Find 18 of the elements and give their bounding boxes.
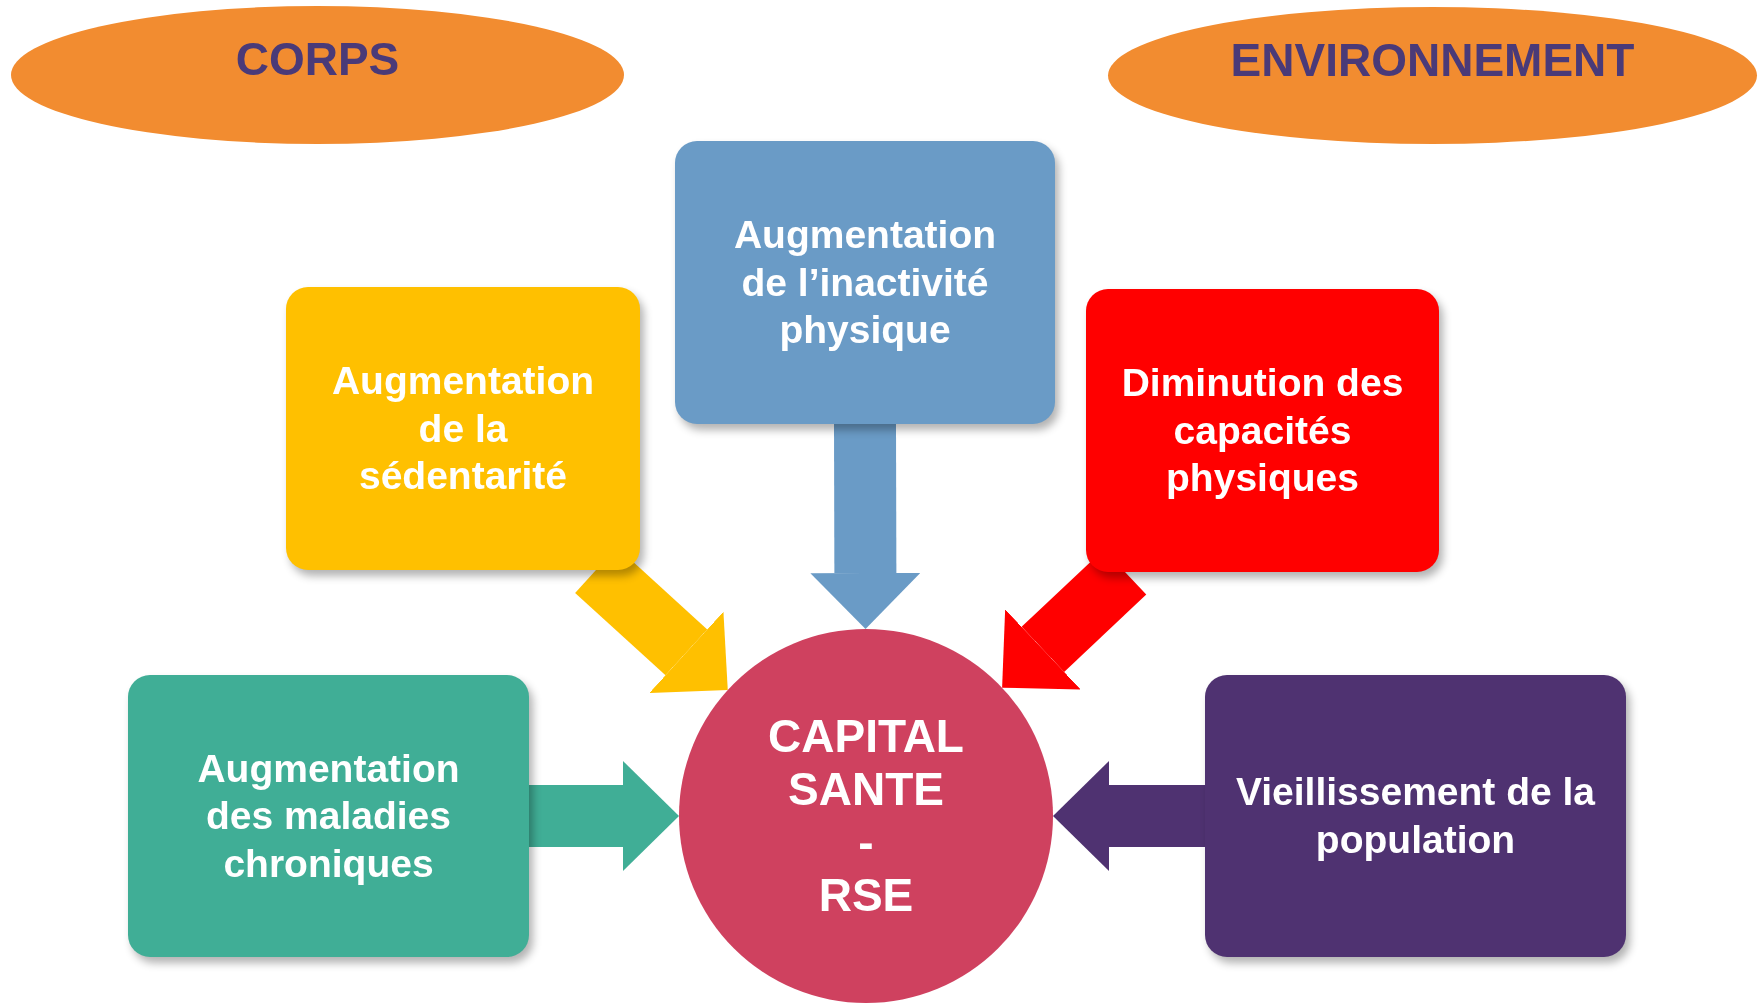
- factor-label: Vieillissement de la population: [1235, 769, 1596, 863]
- factor-box: [1086, 289, 1439, 572]
- factor-box: [1205, 675, 1626, 957]
- factor-box: [286, 287, 640, 570]
- block-arrow: [810, 423, 921, 629]
- factor-box: [128, 675, 529, 957]
- block-arrow: [529, 761, 679, 871]
- center-label: CAPITAL SANTE: [767, 710, 965, 816]
- center-label: RSE: [818, 868, 914, 922]
- factor-label: Augmentation des maladies chroniques: [196, 745, 461, 887]
- factor-box: [675, 141, 1055, 424]
- factor-label: Augmentation de la sédentarité: [330, 358, 596, 500]
- factor-label: Augmentation de l’inactivité physique: [732, 212, 998, 354]
- factor-label: Diminution des capacités physiques: [1120, 360, 1405, 502]
- category-title: CORPS: [235, 32, 400, 88]
- block-arrow: [1053, 761, 1205, 871]
- center-label: -: [858, 816, 874, 869]
- category-title: ENVIRONNEMENT: [1230, 32, 1635, 88]
